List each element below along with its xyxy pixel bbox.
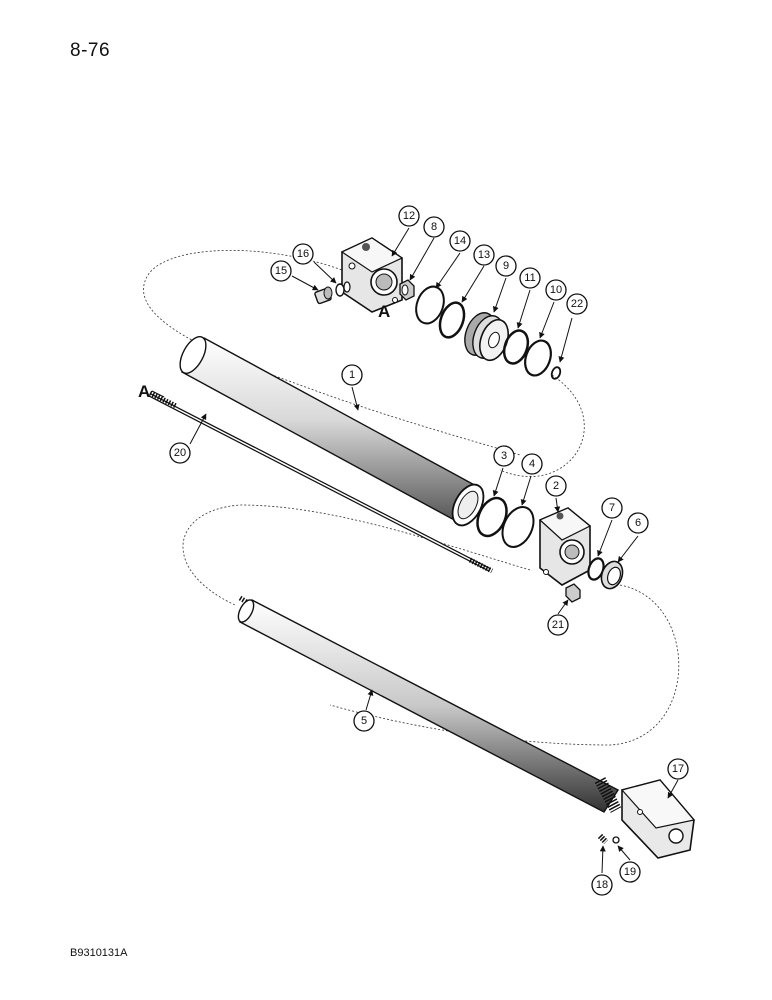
callout-3: 3: [493, 445, 515, 467]
rod-wiper-6: [600, 560, 624, 590]
assembly-loop-upper-right: [499, 374, 585, 477]
svg-text:5: 5: [361, 715, 367, 727]
rod-clevis: [620, 779, 696, 859]
cylinder-cap-block: [340, 237, 404, 313]
callout-21: 21: [547, 614, 569, 636]
svg-text:16: 16: [297, 248, 309, 260]
svg-text:18: 18: [596, 879, 608, 891]
callout-16: 16: [292, 243, 314, 265]
figure-code: B9310131A: [70, 947, 128, 959]
callout-6: 6: [627, 512, 649, 534]
svg-text:3: 3: [501, 450, 507, 462]
svg-text:2: 2: [553, 480, 559, 492]
ref-letter-a-upper: A: [378, 302, 390, 321]
ref-letter-a-left: A: [138, 382, 150, 401]
snap-ring-22: [550, 366, 562, 380]
callout-14: 14: [449, 230, 471, 252]
callout-4: 4: [521, 453, 543, 475]
callout-11: 11: [519, 267, 541, 289]
plug-fitting: [314, 286, 333, 305]
svg-text:6: 6: [635, 517, 641, 529]
svg-text:9: 9: [503, 260, 509, 272]
callout-20: 20: [169, 442, 191, 464]
callout-19: 19: [619, 861, 641, 883]
assembly-loop-upper: [143, 250, 521, 456]
page-number: 8-76: [70, 40, 111, 61]
svg-text:12: 12: [403, 210, 415, 222]
rod-end-gland-block: [538, 507, 592, 586]
svg-text:14: 14: [454, 235, 466, 247]
backup-ring-4: [501, 506, 535, 548]
callout-13: 13: [473, 244, 495, 266]
svg-text:8: 8: [431, 221, 437, 233]
callout-7: 7: [601, 497, 623, 519]
svg-text:15: 15: [275, 265, 287, 277]
backup-ring-14: [415, 285, 445, 325]
o-ring-13: [438, 301, 466, 339]
callout-10: 10: [545, 279, 567, 301]
svg-text:1: 1: [349, 369, 355, 381]
tie-rod: [148, 390, 494, 574]
piston: [464, 312, 509, 362]
seal-ring-11: [502, 329, 530, 365]
leader-lines: [189, 227, 679, 874]
callout-17: 17: [667, 758, 689, 780]
svg-text:4: 4: [529, 458, 535, 470]
assembly-loop-lower-right: [329, 584, 680, 746]
svg-text:21: 21: [552, 619, 564, 631]
callout-15: 15: [270, 260, 292, 282]
svg-text:7: 7: [609, 502, 615, 514]
fitting-seal: [335, 281, 351, 297]
callout-18: 18: [591, 874, 613, 896]
callout-5: 5: [353, 710, 375, 732]
callout-22: 22: [566, 293, 588, 315]
set-screw-18: [597, 833, 609, 845]
svg-text:17: 17: [672, 763, 684, 775]
cylinder-tube: [179, 336, 485, 527]
lock-nut-upper: [399, 279, 415, 301]
svg-text:20: 20: [174, 447, 186, 459]
svg-text:10: 10: [550, 284, 562, 296]
callout-12: 12: [398, 205, 420, 227]
assembly-loop-lower: [182, 504, 531, 606]
piston-rod: [237, 595, 622, 813]
wear-ring-10: [524, 339, 552, 377]
callout-1: 1: [341, 364, 363, 386]
callout-8: 8: [423, 216, 445, 238]
callout-2: 2: [545, 475, 567, 497]
ball-19: [612, 836, 620, 844]
svg-text:22: 22: [571, 298, 583, 310]
svg-text:13: 13: [478, 249, 490, 261]
svg-text:19: 19: [624, 866, 636, 878]
lock-nut-lower: [565, 583, 581, 603]
svg-text:11: 11: [524, 272, 535, 284]
callout-9: 9: [495, 255, 517, 277]
